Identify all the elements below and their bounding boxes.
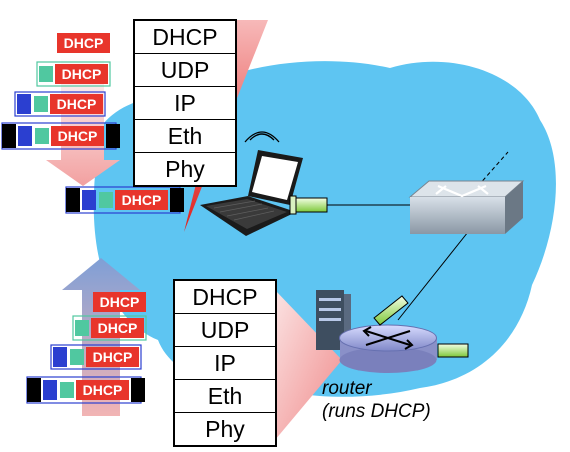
- packet-server-udp: DHCP: [72, 315, 147, 341]
- dhcp-packets: DHCP DHCP DHCP DHCP DHCP DHCP DHCP DHCP DHCP: [1, 33, 184, 404]
- client-layer-udp: UDP: [135, 54, 235, 87]
- client-layer-phy: Phy: [165, 156, 205, 182]
- packet-label: DHCP: [98, 320, 138, 336]
- packet-label: DHCP: [100, 294, 140, 310]
- client-layer-eth: Eth: [135, 120, 235, 153]
- switch-router-link: [397, 231, 469, 321]
- packet-client-app: DHCP: [57, 33, 110, 53]
- client-protocol-stack: DHCP UDP IP Eth Phy: [133, 19, 237, 187]
- router-note: (runs DHCP): [322, 401, 431, 422]
- server-layer-dhcp: DHCP: [175, 281, 275, 314]
- server-encapsulation-cone: [275, 290, 342, 440]
- packet-label: DHCP: [62, 66, 102, 82]
- packet-client-ip: DHCP: [14, 91, 106, 117]
- packet-client-udp: DHCP: [36, 61, 111, 87]
- packet-label: DHCP: [122, 192, 162, 208]
- server-layer-phy: Phy: [205, 416, 245, 442]
- server-layer-ip: IP: [175, 347, 275, 380]
- router-icon: [339, 324, 437, 373]
- server-layer-eth: Eth: [175, 380, 275, 413]
- packet-label: DHCP: [64, 35, 104, 51]
- arrow-down: [46, 56, 120, 186]
- switch-uplink: [477, 151, 509, 187]
- router-name: router: [322, 378, 372, 399]
- router-port-icons: [373, 295, 469, 358]
- laptop-port-icon: [289, 195, 328, 215]
- packet-client-link: DHCP: [65, 186, 184, 214]
- packet-server-ip: DHCP: [50, 344, 142, 370]
- client-layer-ip: IP: [135, 87, 235, 120]
- packet-label: DHCP: [57, 96, 97, 112]
- server-layer-udp: UDP: [175, 314, 275, 347]
- router-label: router (runs DHCP): [322, 377, 431, 423]
- packet-server-app: DHCP: [93, 292, 146, 312]
- packet-label: DHCP: [93, 349, 133, 365]
- wifi-signal-icon: [244, 131, 280, 143]
- laptop-icon: [200, 150, 303, 236]
- server-protocol-stack: DHCP UDP IP Eth Phy: [173, 279, 277, 447]
- packet-client-eth: DHCP: [1, 122, 120, 150]
- client-layer-dhcp: DHCP: [135, 21, 235, 54]
- switch-icon: [408, 180, 525, 234]
- packet-label: DHCP: [58, 128, 98, 144]
- packet-server-eth: DHCP: [26, 376, 145, 404]
- server-icon: [316, 290, 351, 350]
- packet-label: DHCP: [83, 382, 123, 398]
